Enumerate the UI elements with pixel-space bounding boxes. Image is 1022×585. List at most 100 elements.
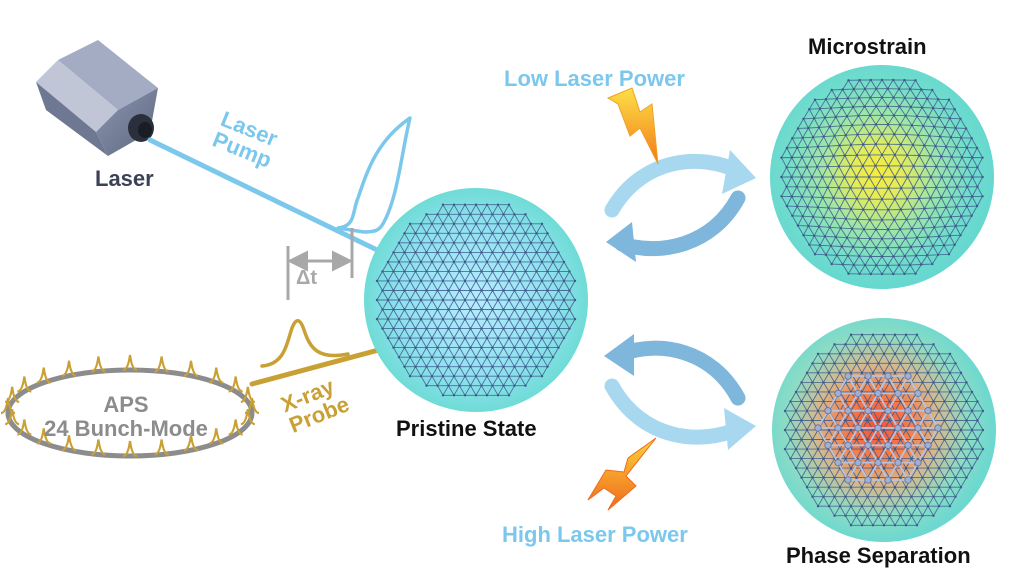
- lattice-node: [419, 356, 423, 359]
- lattice-node: [824, 98, 828, 101]
- lattice-node: [899, 143, 902, 146]
- phase-cluster-node: [884, 407, 892, 415]
- lattice-node: [480, 327, 483, 330]
- lattice-node: [524, 346, 527, 349]
- lattice-node: [452, 241, 456, 244]
- lattice-node: [882, 352, 886, 355]
- lattice-node: [914, 254, 918, 257]
- lattice-node: [857, 114, 860, 117]
- lattice-node: [535, 289, 538, 292]
- lattice-node: [887, 208, 890, 211]
- lattice-node: [932, 381, 935, 384]
- electron-bunch-spike: [240, 408, 256, 426]
- lattice-node: [847, 79, 850, 82]
- lattice-node: [529, 336, 533, 340]
- phase-cluster-node: [904, 372, 912, 380]
- lattice-node: [932, 343, 935, 346]
- lattice-node: [463, 394, 467, 397]
- lattice-node: [546, 251, 549, 254]
- lattice-node: [948, 117, 951, 120]
- lattice-node: [496, 260, 500, 264]
- lattice-node: [419, 336, 423, 340]
- lattice-node: [862, 228, 866, 231]
- lattice-node: [796, 205, 799, 208]
- lattice-node: [397, 336, 401, 340]
- lattice-node: [954, 457, 957, 460]
- lattice-node: [954, 495, 957, 498]
- lattice-node: [540, 222, 544, 225]
- lattice-node: [796, 127, 800, 130]
- lattice-node: [458, 270, 461, 273]
- delta-t-bracket: [286, 228, 354, 300]
- lattice-node: [425, 289, 428, 292]
- lattice-node: [827, 206, 830, 210]
- lattice-node: [892, 114, 896, 117]
- lattice-node: [816, 371, 820, 374]
- lattice-node: [880, 96, 884, 99]
- lattice-node: [502, 308, 505, 311]
- lattice-node: [436, 213, 439, 216]
- lattice-node: [795, 185, 798, 188]
- lattice-node: [955, 146, 958, 149]
- lattice-node: [981, 428, 985, 432]
- lattice-node: [529, 298, 533, 302]
- lattice-node: [858, 272, 861, 276]
- lattice-node: [403, 346, 406, 349]
- lattice-node: [813, 117, 816, 120]
- lattice-node: [943, 495, 946, 498]
- lattice-node: [947, 253, 951, 256]
- lattice-node: [780, 195, 783, 198]
- lattice-node: [929, 175, 933, 179]
- lattice-node: [849, 390, 853, 394]
- lattice-node: [436, 289, 439, 292]
- lattice-node: [960, 215, 963, 218]
- lattice-node: [914, 97, 918, 100]
- lattice-node: [436, 270, 439, 273]
- phase-cluster-node: [834, 389, 842, 397]
- lattice-node: [893, 333, 897, 336]
- lattice-node: [931, 106, 935, 110]
- lattice-node: [860, 486, 864, 489]
- lightning-bolt-icon: [587, 437, 657, 511]
- lattice-node: [463, 203, 467, 206]
- lattice-node: [903, 254, 906, 258]
- lattice-node: [959, 486, 963, 489]
- lattice-node: [491, 232, 494, 235]
- lattice-node: [805, 409, 809, 413]
- lattice-node: [943, 381, 946, 384]
- lattice-node: [463, 298, 467, 302]
- lattice-node: [491, 327, 494, 330]
- lattice-node: [441, 260, 445, 264]
- aps-label-line1: APS: [103, 392, 149, 417]
- lattice-node: [546, 270, 549, 273]
- lattice-node: [880, 218, 884, 222]
- lattice-node: [480, 232, 483, 235]
- lattice-node: [785, 166, 788, 169]
- lattice-node: [811, 400, 814, 403]
- lattice-node: [425, 270, 428, 273]
- lattice-node: [888, 381, 891, 384]
- lattice-node: [965, 438, 968, 441]
- lattice-node: [806, 146, 809, 149]
- lattice-node: [430, 279, 434, 283]
- lattice-node: [937, 447, 941, 451]
- lattice-node: [835, 254, 838, 257]
- lattice-node: [948, 486, 952, 489]
- lattice-node: [855, 343, 858, 346]
- lattice-node: [524, 289, 527, 292]
- lattice-node: [851, 105, 855, 109]
- lattice-node: [485, 279, 489, 283]
- lattice-node: [934, 206, 937, 210]
- lattice-node: [414, 270, 417, 273]
- lattice-node: [392, 270, 395, 273]
- lattice-node: [840, 106, 844, 109]
- lattice-node: [831, 175, 835, 179]
- lattice-node: [507, 222, 511, 225]
- phase-cluster-node: [914, 459, 922, 467]
- lattice-node: [485, 260, 489, 264]
- lattice-node: [513, 327, 516, 330]
- lattice-node: [463, 241, 467, 244]
- lattice-node: [875, 264, 878, 267]
- lattice-node: [463, 260, 467, 264]
- lattice-node: [447, 308, 450, 311]
